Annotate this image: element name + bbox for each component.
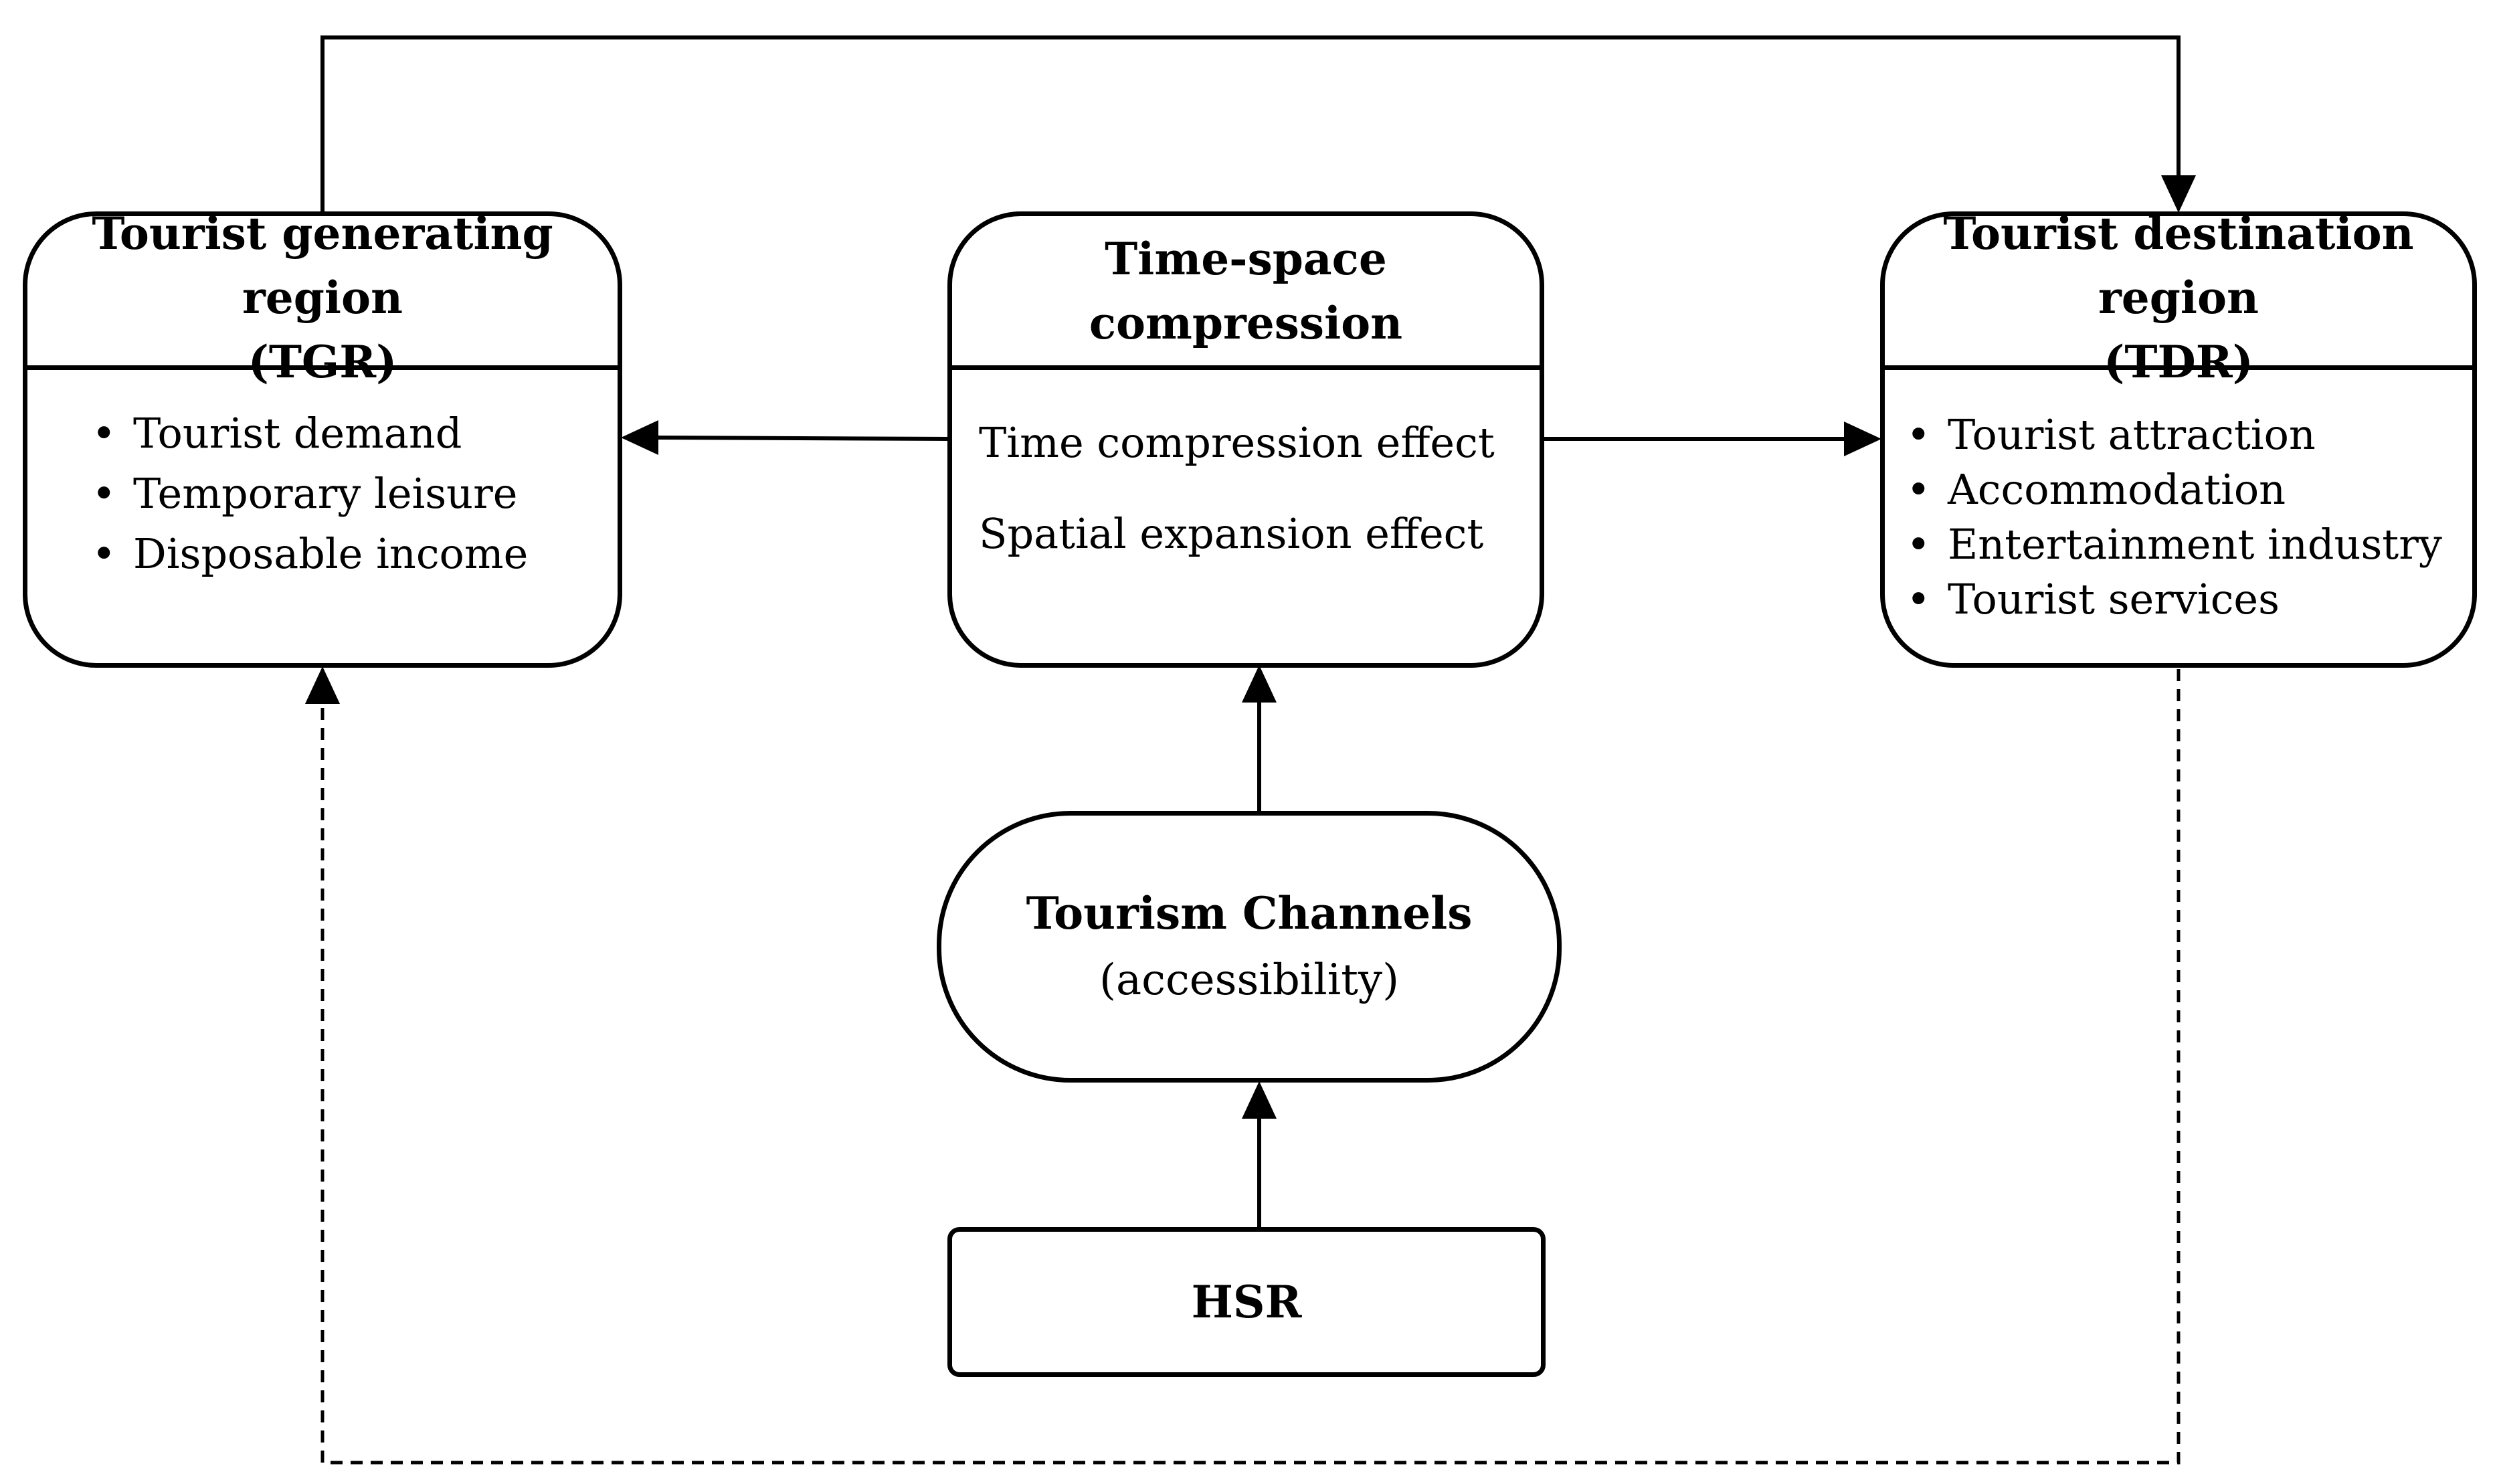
tsc-effect-item: Spatial expansion effect [979,509,1484,558]
tgr-to-tdr-top-connector [320,35,2181,213]
tourism-channels-title: Tourism Channels [1026,887,1473,939]
tgr-title: Tourist generating region [92,207,553,324]
tdr-body: Tourist attraction Accommodation Enterta… [1885,370,2472,663]
tdr-box: Tourist destination region (TDR) Tourist… [1880,207,2477,668]
tgr-bottom-arrowhead [305,666,340,704]
tgr-factor-item: Tourist demand [92,403,618,464]
tdr-factor-item: Tourist attraction [1906,407,2472,462]
tourism-channels-box: Tourism Channels (accessibility) [937,811,1562,1083]
tgr-box: Tourist generating region (TGR) Tourist … [23,207,622,668]
tdr-factor-item: Tourist services [1906,572,2472,627]
tourism-channels-subtitle: (accessibility) [1099,955,1400,1005]
tdr-factor-item: Accommodation [1906,462,2472,517]
tsc-effect-item: Time compression effect [979,418,1495,467]
tdr-abbreviation: (TDR) [2104,335,2253,388]
channels-bottom-arrowhead [1242,1081,1277,1119]
tdr-top-arrowhead [2161,175,2196,213]
tsc-box: Time-space compression Time compression … [947,211,1544,668]
tdr-left-arrowhead [1844,422,1881,456]
tdr-factor-item: Entertainment industry [1906,517,2472,572]
tgr-factor-item: Disposable income [92,524,618,584]
tgr-factor-list: Tourist demand Temporary leisure Disposa… [92,403,618,584]
tgr-body: Tourist demand Temporary leisure Disposa… [27,370,618,663]
tsc-to-tgr-connector [658,436,949,441]
hsr-label: HSR [1191,1276,1302,1328]
tsc-bottom-arrowhead [1242,665,1277,703]
tsc-body: Time compression effect Spatial expansio… [952,370,1540,663]
hsr-box: HSR [947,1227,1546,1377]
tdr-title: Tourist destination region [1943,207,2414,324]
tgr-abbreviation: (TGR) [248,335,397,388]
tsc-header: Time-space compression [952,216,1540,370]
tsc-title: Time-space compression [1089,232,1403,349]
tdr-header: Tourist destination region (TDR) [1885,207,2472,388]
tgr-right-arrowhead [621,420,658,455]
tdr-factor-list: Tourist attraction Accommodation Enterta… [1906,407,2472,627]
tgr-header: Tourist generating region (TGR) [27,207,618,388]
tgr-factor-item: Temporary leisure [92,464,618,524]
